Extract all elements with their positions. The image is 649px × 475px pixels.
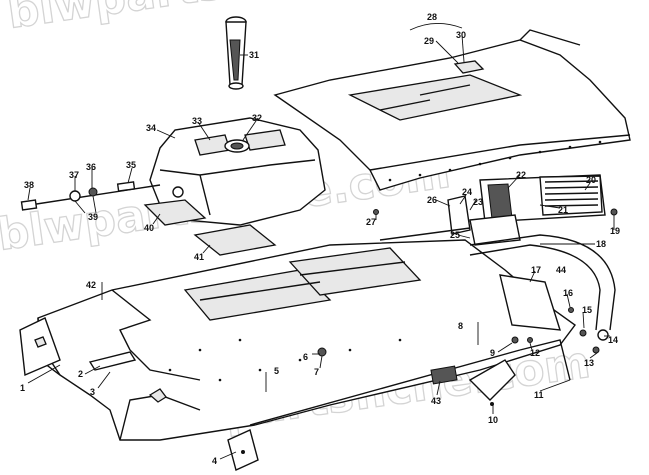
callout-13: 13	[584, 358, 594, 368]
callout-41: 41	[194, 252, 204, 262]
callout-10: 10	[488, 415, 498, 425]
callout-35: 35	[126, 160, 136, 170]
callout-26: 26	[427, 195, 437, 205]
callout-12: 12	[530, 348, 540, 358]
callout-32: 32	[252, 113, 262, 123]
callout-30: 30	[456, 30, 466, 40]
steering-rod	[249, 336, 521, 426]
callout-5: 5	[274, 366, 279, 376]
callout-20: 20	[586, 175, 596, 185]
callout-9: 9	[490, 348, 495, 358]
bracket-part-10	[468, 359, 516, 406]
side-panel-part-1	[19, 317, 61, 377]
callout-25: 25	[450, 230, 460, 240]
callout-15: 15	[582, 305, 592, 315]
callout-21: 21	[558, 205, 568, 215]
callout-40: 40	[144, 223, 154, 233]
callout-17: 17	[531, 265, 541, 275]
callout-labels: 1 2 3 4 5 6 7 8 9 10 11 12 13 14 15 16 1…	[20, 12, 620, 466]
callout-38: 38	[24, 180, 34, 190]
leader-lines	[27, 23, 615, 460]
callout-44: 44	[556, 265, 566, 275]
callout-22: 22	[516, 170, 526, 180]
fuel-tank	[149, 117, 326, 226]
callout-18: 18	[596, 239, 606, 249]
callout-27: 27	[366, 217, 376, 227]
callout-11: 11	[534, 390, 544, 400]
callout-3: 3	[90, 387, 95, 397]
tank-pad-part-41	[193, 224, 277, 256]
seat-assembly	[273, 29, 631, 191]
tank-pad-part-40	[143, 199, 207, 226]
bracket-part-11	[519, 339, 571, 381]
belly-pan-body	[37, 239, 576, 441]
callout-36: 36	[86, 162, 96, 172]
fuel-line-fittings	[20, 181, 161, 211]
rear-bumper-part-44	[469, 234, 616, 341]
callout-4: 4	[212, 456, 217, 466]
callout-14: 14	[608, 335, 618, 345]
taillight-bracket	[379, 195, 521, 246]
callout-33: 33	[192, 116, 202, 126]
callout-34: 34	[146, 123, 156, 133]
callout-19: 19	[610, 226, 620, 236]
flap-part-17	[499, 274, 561, 331]
callout-31: 31	[249, 50, 259, 60]
callout-43: 43	[431, 396, 441, 406]
filler-neck-part-31	[225, 16, 247, 90]
callout-16: 16	[563, 288, 573, 298]
callout-37: 37	[69, 170, 79, 180]
callout-1: 1	[20, 383, 25, 393]
bracket-part-4	[227, 429, 259, 471]
callout-2: 2	[78, 369, 83, 379]
taillight-assembly	[479, 174, 606, 223]
callout-23: 23	[473, 197, 483, 207]
callout-42: 42	[86, 280, 96, 290]
slider-part-2	[88, 351, 137, 371]
seat-rivets	[388, 140, 602, 182]
plate-part-43	[430, 365, 458, 385]
callout-6: 6	[303, 352, 308, 362]
callout-8: 8	[458, 321, 463, 331]
callout-24: 24	[462, 187, 472, 197]
callout-7: 7	[314, 367, 319, 377]
callout-29: 29	[424, 36, 434, 46]
callout-39: 39	[88, 212, 98, 222]
callout-28: 28	[427, 12, 437, 22]
